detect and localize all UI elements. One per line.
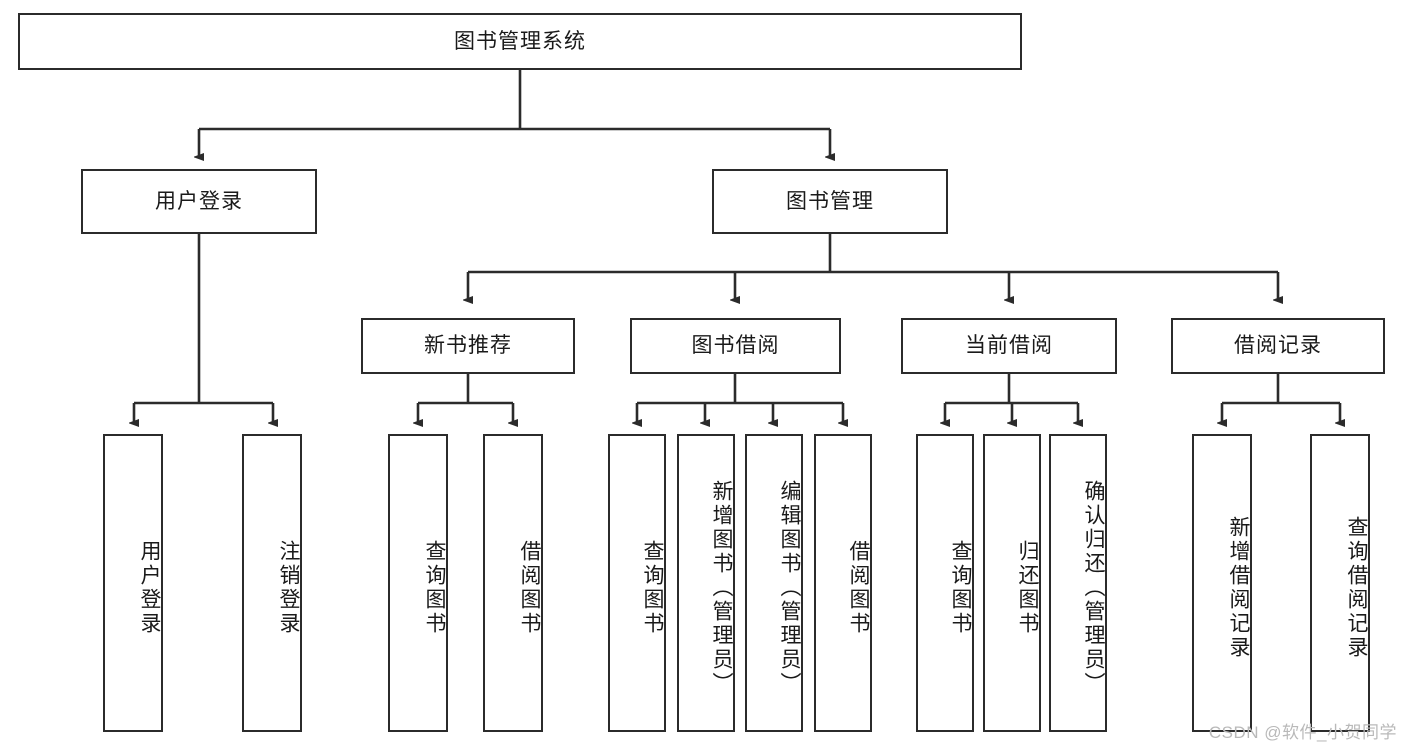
node-book-management-label: 图书管理 [786,189,874,213]
leaf-query-book-borrow-label: 查询图书 [641,540,664,636]
leaf-add-borrow-record-label: 新增借阅记录 [1227,516,1250,660]
leaf-logout-label: 注销登录 [277,540,300,636]
node-book-management[interactable]: 图书管理 [712,169,948,234]
leaf-query-borrow-record[interactable]: 查询借阅记录 [1310,434,1370,732]
leaf-add-borrow-record[interactable]: 新增借阅记录 [1192,434,1252,732]
leaf-query-book-current[interactable]: 查询图书 [916,434,974,732]
node-book-borrow-label: 图书借阅 [691,334,780,358]
node-root[interactable]: 图书管理系统 [18,13,1022,70]
leaf-confirm-return-admin[interactable]: 确认归还（管理员） [1049,434,1107,732]
node-borrow-record-label: 借阅记录 [1234,334,1322,358]
leaf-borrow-book-new-label: 借阅图书 [518,540,541,636]
leaf-query-book-new[interactable]: 查询图书 [388,434,448,732]
leaf-query-book-current-label: 查询图书 [949,540,972,636]
leaf-query-book-borrow[interactable]: 查询图书 [608,434,666,732]
leaf-return-book-label: 归还图书 [1016,540,1039,636]
leaf-add-book-admin[interactable]: 新增图书（管理员） [677,434,735,732]
node-book-borrow[interactable]: 图书借阅 [630,318,841,374]
leaf-edit-book-admin[interactable]: 编辑图书（管理员） [745,434,803,732]
node-root-label: 图书管理系统 [454,29,586,53]
node-user-login[interactable]: 用户登录 [81,169,317,234]
leaf-borrow-book-label: 借阅图书 [847,540,870,636]
node-borrow-record[interactable]: 借阅记录 [1171,318,1385,374]
leaf-user-login[interactable]: 用户登录 [103,434,163,732]
node-new-book-recommend[interactable]: 新书推荐 [361,318,575,374]
leaf-confirm-return-admin-label: 确认归还（管理员） [1082,480,1105,696]
leaf-add-book-admin-label: 新增图书（管理员） [710,480,733,696]
node-current-borrow-label: 当前借阅 [965,334,1053,358]
leaf-query-book-new-label: 查询图书 [423,540,446,636]
leaf-borrow-book[interactable]: 借阅图书 [814,434,872,732]
leaf-logout[interactable]: 注销登录 [242,434,302,732]
leaf-user-login-label: 用户登录 [138,540,161,636]
node-current-borrow[interactable]: 当前借阅 [901,318,1117,374]
leaf-borrow-book-new[interactable]: 借阅图书 [483,434,543,732]
node-new-book-recommend-label: 新书推荐 [424,334,512,358]
node-user-login-label: 用户登录 [155,189,243,213]
leaf-edit-book-admin-label: 编辑图书（管理员） [778,480,801,696]
leaf-query-borrow-record-label: 查询借阅记录 [1345,516,1368,660]
leaf-return-book[interactable]: 归还图书 [983,434,1041,732]
